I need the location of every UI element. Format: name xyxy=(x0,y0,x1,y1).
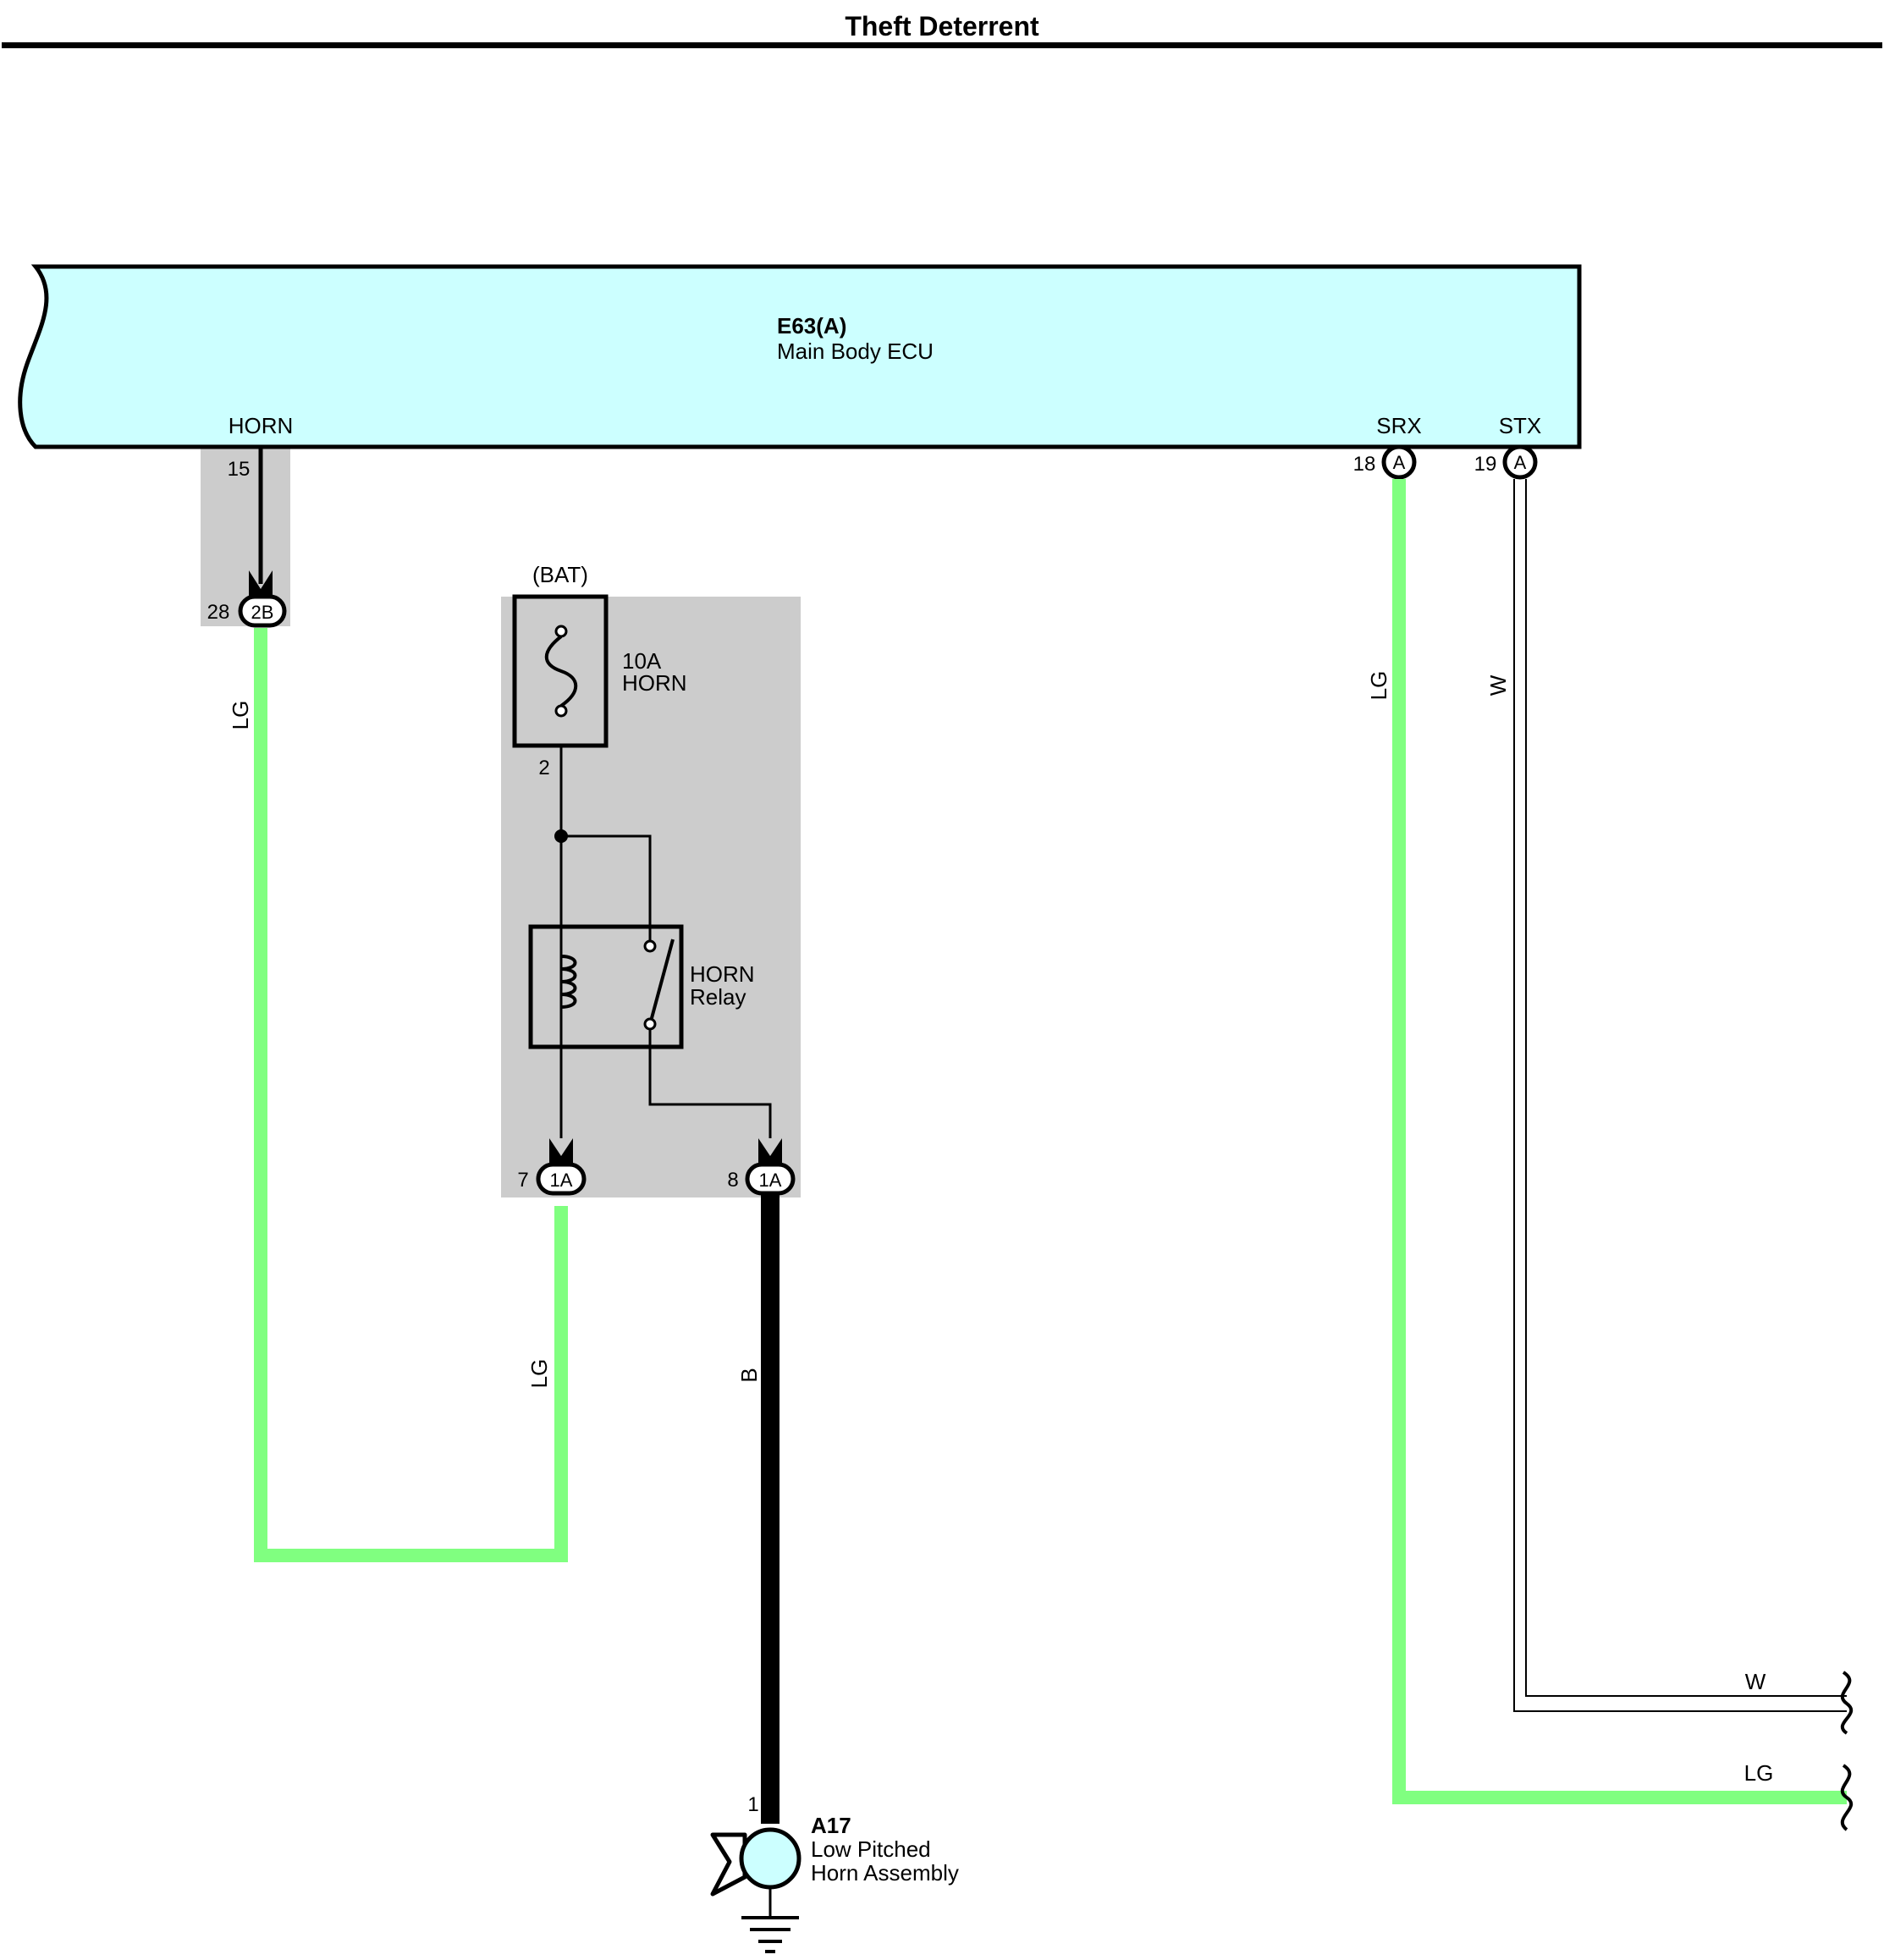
connector-srx-label: A xyxy=(1393,452,1406,473)
connector-1a-7-label: 1A xyxy=(550,1170,573,1191)
relay-switch-terminal-top xyxy=(643,939,657,953)
relay-switch-contact xyxy=(650,939,675,1019)
fuse-name: HORN xyxy=(622,670,687,696)
pin-19-label: 19 xyxy=(1474,453,1497,476)
wire-color-lg-2: LG xyxy=(526,1359,552,1389)
horn-name-line1: Low Pitched xyxy=(811,1836,931,1862)
main-body-ecu-box xyxy=(18,264,1582,449)
ecu-terminal-horn: HORN xyxy=(229,413,294,438)
relay-switch-terminal-bottom xyxy=(643,1017,657,1031)
wire-color-lg-1: LG xyxy=(228,701,253,730)
lg-wire-2b-to-1a xyxy=(254,628,568,1562)
fuse-terminal-top xyxy=(554,625,568,638)
pin-28-label: 28 xyxy=(207,601,230,624)
bat-supply-label: (BAT) xyxy=(532,562,588,587)
horn-body-icon xyxy=(739,1827,802,1890)
horn-name-line2: Horn Assembly xyxy=(811,1860,959,1886)
ecu-terminal-stx: STX xyxy=(1499,413,1542,438)
fuse-pin-label: 2 xyxy=(538,757,549,779)
lg-wire-srx xyxy=(1392,479,1847,1804)
w-wire-stx-inner xyxy=(1525,479,1847,1697)
connector-1a-7-arrow xyxy=(549,1138,573,1164)
wire-color-w-stx-end: W xyxy=(1745,1669,1766,1694)
connector-stx-label: A xyxy=(1514,452,1527,473)
w-wire-stx-break-icon xyxy=(1840,1671,1854,1735)
connector-1a-8-label: 1A xyxy=(759,1170,782,1191)
wire-color-lg-srx: LG xyxy=(1366,671,1391,701)
connector-stx xyxy=(1502,444,1538,480)
horn-bell-icon xyxy=(710,1832,747,1897)
pin-8-label: 8 xyxy=(727,1169,738,1192)
pin-7-label: 7 xyxy=(517,1169,528,1192)
diagram-title: Theft Deterrent xyxy=(845,11,1039,41)
connector-2b-label: 2B xyxy=(251,602,274,623)
ecu-name: Main Body ECU xyxy=(777,339,934,364)
relay-label-line1: HORN xyxy=(690,961,755,987)
fuse-terminal-bottom xyxy=(554,704,568,718)
horn-code: A17 xyxy=(811,1813,851,1838)
connector-1a-8-arrow xyxy=(758,1138,782,1164)
wire-color-b: B xyxy=(736,1368,762,1382)
junction-to-switch-wire xyxy=(561,834,652,941)
ecu-terminal-srx: SRX xyxy=(1376,413,1421,438)
connector-1a-8 xyxy=(745,1162,796,1196)
horn-pin-label: 1 xyxy=(747,1793,758,1816)
relay-label-line2: Relay xyxy=(690,984,746,1010)
connector-srx xyxy=(1381,444,1417,480)
title-rule xyxy=(2,42,1882,48)
switch-to-pin8-wire xyxy=(648,1029,772,1138)
fuse-rating: 10A xyxy=(622,648,662,674)
w-wire-stx-outer xyxy=(1513,479,1847,1712)
horn-relay-box xyxy=(528,924,684,1049)
pin-15-label: 15 xyxy=(228,458,251,481)
fuse-element-icon xyxy=(544,635,578,707)
ecu-code: E63(A) xyxy=(777,313,846,339)
wire-color-w-stx: W xyxy=(1485,674,1511,696)
connector-2b-arrow xyxy=(249,570,273,596)
relay-coil-icon xyxy=(560,955,577,1009)
wire-color-lg-srx-end: LG xyxy=(1744,1760,1774,1786)
connector-1a-7 xyxy=(536,1162,587,1196)
connector-2b xyxy=(238,594,287,628)
lg-wire-srx-break-icon xyxy=(1840,1764,1854,1831)
pin-18-label: 18 xyxy=(1353,453,1376,476)
